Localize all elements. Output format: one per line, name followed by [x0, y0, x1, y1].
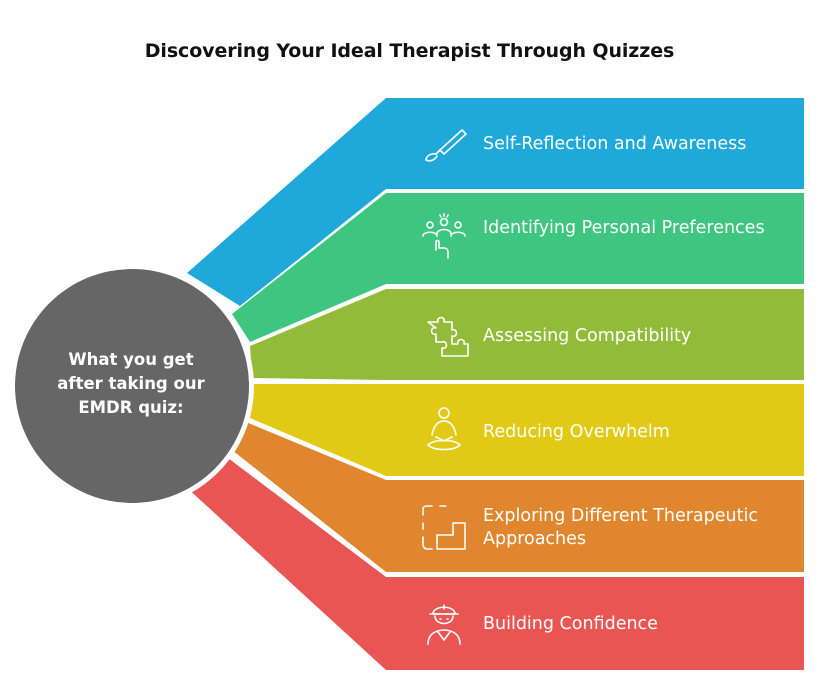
- corner-frame-icon: [422, 505, 466, 550]
- segment-building-confidence: [185, 458, 804, 670]
- diagram-title: Discovering Your Ideal Therapist Through…: [144, 40, 675, 62]
- center-circle-fill: [15, 269, 249, 503]
- people-pointer-icon: [422, 213, 466, 259]
- item-label-self-reflection: Self-Reflection and Awareness: [483, 134, 747, 154]
- item-label-building-confidence: Building Confidence: [483, 614, 658, 634]
- item-label-reducing-overwhelm: Reducing Overwhelm: [483, 422, 670, 442]
- item-label-identifying-preferences: Identifying Personal Preferences: [483, 218, 765, 238]
- helmet-person-icon: [427, 604, 461, 645]
- puzzle-icon: [427, 316, 469, 357]
- segment-assessing-compatibility: [250, 289, 804, 380]
- paintbrush-icon: [425, 129, 467, 162]
- item-label-exploring-approaches: Exploring Different Therapeutic Approach…: [483, 506, 758, 549]
- item-label-assessing-compatibility: Assessing Compatibility: [483, 326, 692, 346]
- center-circle-text: What you get after taking our EMDR quiz:: [57, 350, 205, 417]
- segment-identifying-preferences: [232, 193, 804, 342]
- segment-self-reflection: [187, 98, 804, 306]
- meditation-icon: [427, 407, 461, 451]
- segment-reducing-overwhelm: [250, 384, 804, 476]
- segment-exploring-approaches: [232, 422, 804, 572]
